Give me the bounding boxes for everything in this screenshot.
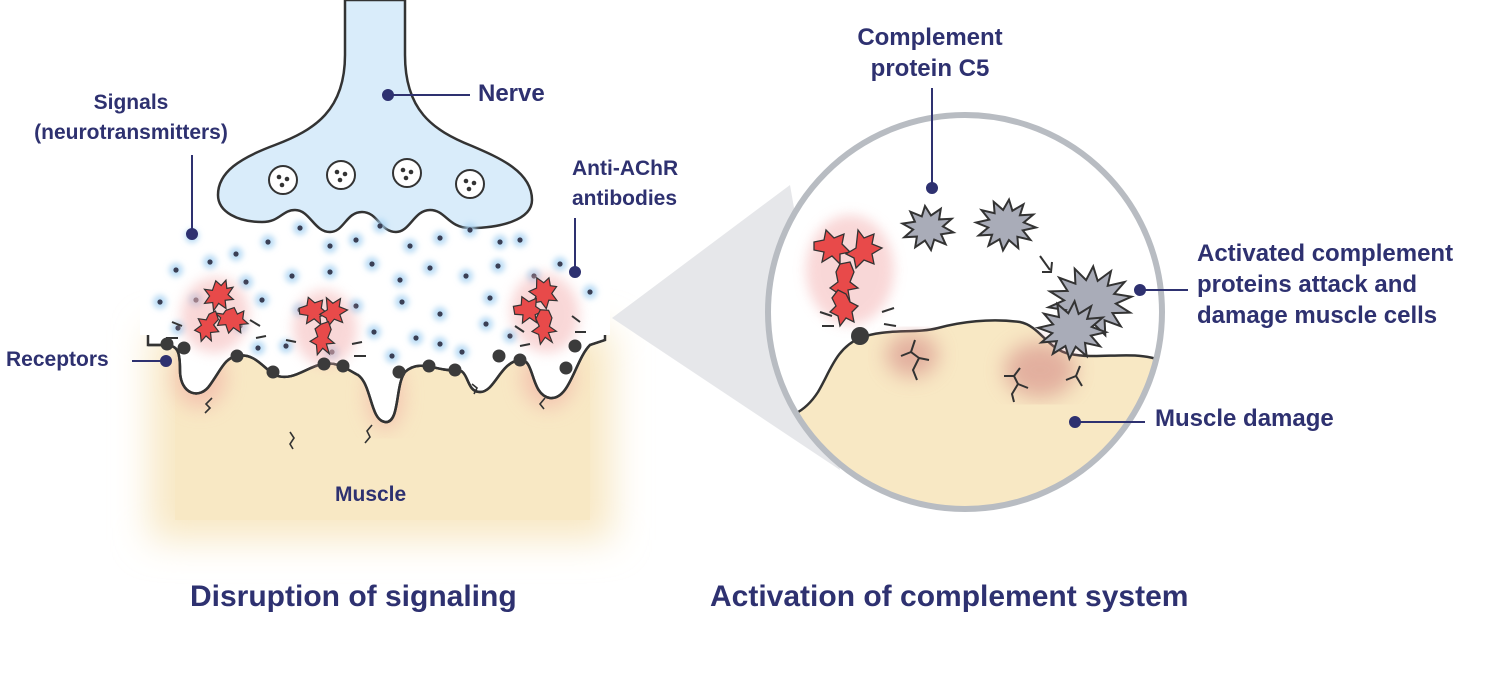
muscle-label: Muscle [335,483,407,506]
neurotransmitter-dot [255,345,261,351]
anti-achr-label: Anti-AChR antibodies [572,154,678,214]
activated-complement-protein [1034,298,1110,362]
neurotransmitter-dot [467,227,473,233]
activated-complement-protein [1045,263,1135,341]
nerve-terminal [216,0,534,234]
zoom-circle [765,112,1165,512]
neurotransmitter-dot [507,333,513,339]
neurotransmitter-dot [289,273,295,279]
neurotransmitter-dot [437,311,443,317]
neurotransmitter-dot [243,279,249,285]
neurotransmitter-dot [377,223,383,229]
signals-label-line1: Signals [93,91,169,114]
neurotransmitter-dot [399,299,405,305]
damage-spots [886,333,1076,398]
neurotransmitter-dot [327,269,333,275]
neurotransmitter-dot [407,243,413,249]
damage-cracks [900,339,1083,403]
right-leader-lines [926,88,1188,428]
neurotransmitter-dot [353,303,359,309]
antibody-1 [180,277,250,353]
neurotransmitter-dot [353,237,359,243]
bound-receptor [851,327,869,345]
activated-label-line2: proteins attack and [1197,271,1418,298]
neurotransmitter-dot [413,335,419,341]
activated-label-line3: damage muscle cells [1197,302,1438,329]
neurotransmitter-dot [259,297,265,303]
neurotransmitter-dot [233,251,239,257]
neurotransmitter-dot [371,329,377,335]
neurotransmitter-dot [517,237,523,243]
neurotransmitter-dot [327,243,333,249]
neurotransmitter-dot [463,273,469,279]
neurotransmitter-dot [495,263,501,269]
anti-achr-label-line2: antibodies [572,187,678,210]
receptors [160,337,582,379]
muscle-squiggles [204,383,546,450]
neurotransmitter-dot [397,277,403,283]
neurotransmitter-dot [437,235,443,241]
activated-label-line1: Activated complement [1197,240,1454,267]
neurotransmitter-dot [459,349,465,355]
caption-left: Disruption of signaling [190,580,517,613]
anti-achr-label-line1: Anti-AChR [572,157,679,180]
caption-right: Activation of complement system [710,580,1189,613]
neurotransmitter-dot [265,239,271,245]
signals-label: Signals (neurotransmitters) [10,88,252,148]
neurotransmitter-dot [175,325,181,331]
neurotransmitter-dot [157,299,163,305]
neurotransmitter-dot [483,321,489,327]
neurotransmitters [157,223,593,359]
right-panel [765,88,1188,512]
neurotransmitter-dot [207,259,213,265]
neurotransmitter-dot [389,353,395,359]
complement-c5-label-line1: Complement [857,24,1003,51]
muscle-damage-label: Muscle damage [1155,405,1334,432]
neurotransmitter-dot [173,267,179,273]
signals-label-line2: (neurotransmitters) [34,121,228,144]
binding-ticks [166,315,586,357]
neurotransmitter-dot [487,295,493,301]
antibody-2 [292,290,358,366]
arrow-icon [1039,255,1053,273]
complement-c5-protein [972,197,1040,253]
neurotransmitter-dot [427,265,433,271]
neurotransmitter-dot [369,261,375,267]
complement-c5-label: Complement protein C5 [825,22,1035,84]
activated-complement-label: Activated complement proteins attack and… [1197,238,1453,331]
vesicles [268,158,485,199]
neurotransmitter-dot [587,289,593,295]
nerve-label: Nerve [478,80,545,107]
complement-c5-protein [899,203,957,253]
antibody-3 [510,273,580,353]
complement-c5-label-line2: protein C5 [870,55,990,82]
left-leader-lines [132,89,581,367]
complement-proteins [899,197,1135,362]
neurotransmitter-dot [557,261,563,267]
receptors-label: Receptors [6,348,109,371]
neurotransmitter-dot [437,341,443,347]
left-panel [132,0,612,540]
bound-ticks [819,307,897,327]
antibody-bound [806,215,894,328]
neurotransmitter-dot [297,225,303,231]
neurotransmitter-dot [497,239,503,245]
neurotransmitter-dot [283,343,289,349]
